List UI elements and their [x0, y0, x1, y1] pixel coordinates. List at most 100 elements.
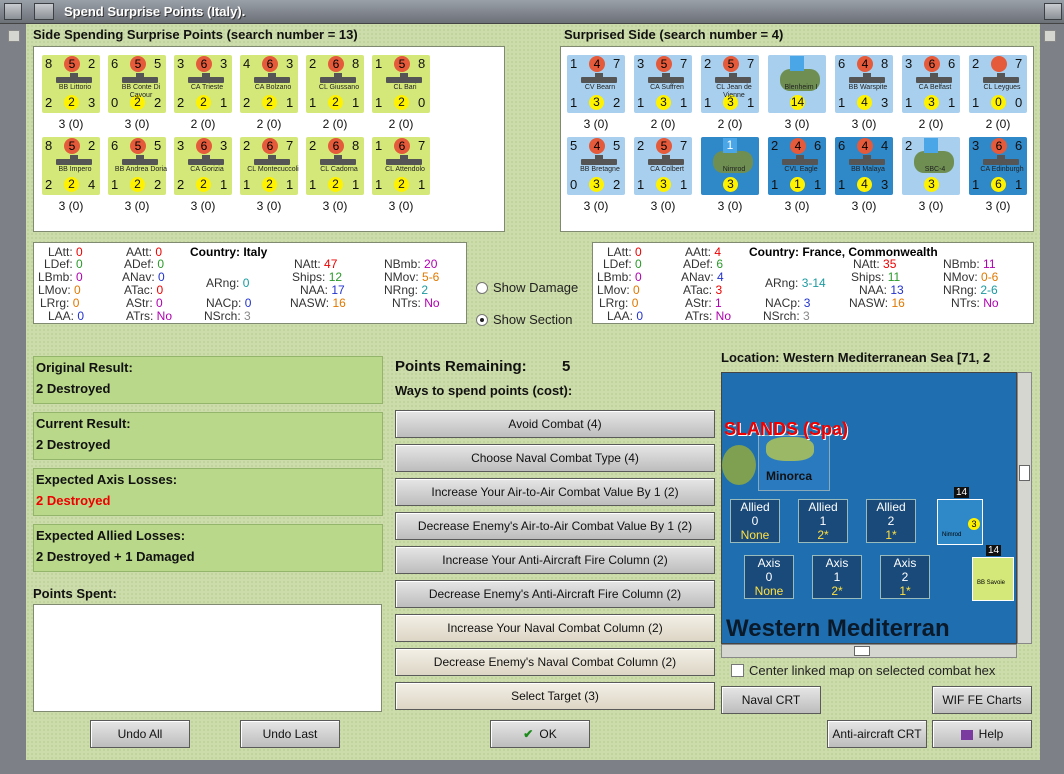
help-button[interactable]: Help [932, 720, 1032, 748]
center-map-checkbox[interactable] [731, 664, 744, 677]
stat-lrrg: LRrg: 0 [40, 296, 80, 310]
counter-value-bm: 3 [656, 177, 671, 192]
counter-value-tm: 5 [656, 56, 672, 72]
ship-icon [715, 73, 751, 83]
counter-value-bm: 2 [328, 177, 343, 192]
map-horizontal-scrollbar[interactable] [721, 644, 1017, 658]
counter-value-tl: 2 [309, 56, 317, 71]
counter-value-bm: 2 [130, 95, 145, 110]
map-horizontal-thumb[interactable] [854, 646, 870, 656]
column-h: Axis [893, 556, 917, 570]
counter-value-bm: 3 [589, 177, 604, 192]
map-vertical-thumb[interactable] [1019, 465, 1030, 481]
frame-corner-icon [1044, 30, 1056, 42]
counter-value-tl: 2 [704, 56, 712, 71]
map-vertical-scrollbar[interactable] [1017, 372, 1032, 644]
counter-value-bl: 2 [45, 177, 53, 192]
window-menu-icon[interactable] [34, 3, 54, 20]
unit-name: BB Warspite [848, 84, 888, 91]
spend-option-button[interactable]: Avoid Combat (4) [395, 410, 715, 438]
spend-option-button[interactable]: Decrease Enemy's Air-to-Air Combat Value… [395, 512, 715, 540]
map-location-label: Location: Western Mediterranean Sea [71,… [721, 350, 991, 365]
counter-value-bm: 6 [991, 177, 1006, 192]
spend-option-button[interactable]: Decrease Enemy's Anti-Aircraft Fire Colu… [395, 580, 715, 608]
spend-option-button[interactable]: Decrease Enemy's Naval Combat Column (2) [395, 648, 715, 676]
counter-value-tl: 3 [177, 56, 185, 71]
unit-name: CL Jean de Vienne [716, 84, 752, 99]
spend-option-button[interactable]: Increase Your Anti-Aircraft Fire Column … [395, 546, 715, 574]
close-icon[interactable] [1044, 3, 1062, 20]
map-unit-savoie[interactable]: BB Savoie [972, 557, 1014, 601]
spend-option-button[interactable]: Choose Naval Combat Type (4) [395, 444, 715, 472]
ok-button[interactable]: ✔OK [490, 720, 590, 748]
frame-corner-icon [8, 30, 20, 42]
counter-value-tr: 7 [418, 138, 426, 153]
spend-option-button[interactable]: Increase Your Air-to-Air Combat Value By… [395, 478, 715, 506]
stat-anav: ANav: 4 [681, 270, 724, 284]
wif-fe-charts-button[interactable]: WIF FE Charts [932, 686, 1032, 714]
points-spent-list[interactable] [33, 604, 382, 712]
map-unit-nimrod[interactable]: Nimrod 3 [937, 499, 983, 545]
unit-status: 3 (0) [388, 199, 414, 213]
counter-value-tr: 7 [680, 138, 688, 153]
counter-value-tl: 4 [243, 56, 251, 71]
undo-all-button[interactable]: Undo All [90, 720, 190, 748]
counter-value-tr: 7 [286, 138, 294, 153]
anti-aircraft-crt-button[interactable]: Anti-aircraft CRT [827, 720, 927, 748]
counter-value-br: 1 [286, 177, 294, 192]
counter-value-tm: 6 [196, 56, 212, 72]
left-side-heading: Side Spending Surprise Points (search nu… [33, 27, 358, 42]
counter-value-tr: 6 [1015, 138, 1023, 153]
counter-value-tm: 6 [328, 138, 344, 154]
spend-option-button[interactable]: Select Target (3) [395, 682, 715, 710]
counter-value-bl: 1 [771, 177, 779, 192]
system-menu-icon[interactable] [4, 3, 22, 20]
title-bar: Spend Surprise Points (Italy). [0, 0, 1064, 24]
ship-icon [56, 73, 92, 83]
undo-last-button[interactable]: Undo Last [240, 720, 340, 748]
spend-option-button[interactable]: Increase Your Naval Combat Column (2) [395, 614, 715, 642]
unit-status: 3 (0) [985, 199, 1011, 213]
center-map-label: Center linked map on selected combat hex [749, 663, 996, 678]
naval-crt-button[interactable]: Naval CRT [721, 686, 821, 714]
counter-value-bl: 2 [45, 95, 53, 110]
counter-value-tl: 2 [243, 138, 251, 153]
unit-status: 3 (0) [784, 199, 810, 213]
points-spent-label: Points Spent: [33, 586, 117, 601]
